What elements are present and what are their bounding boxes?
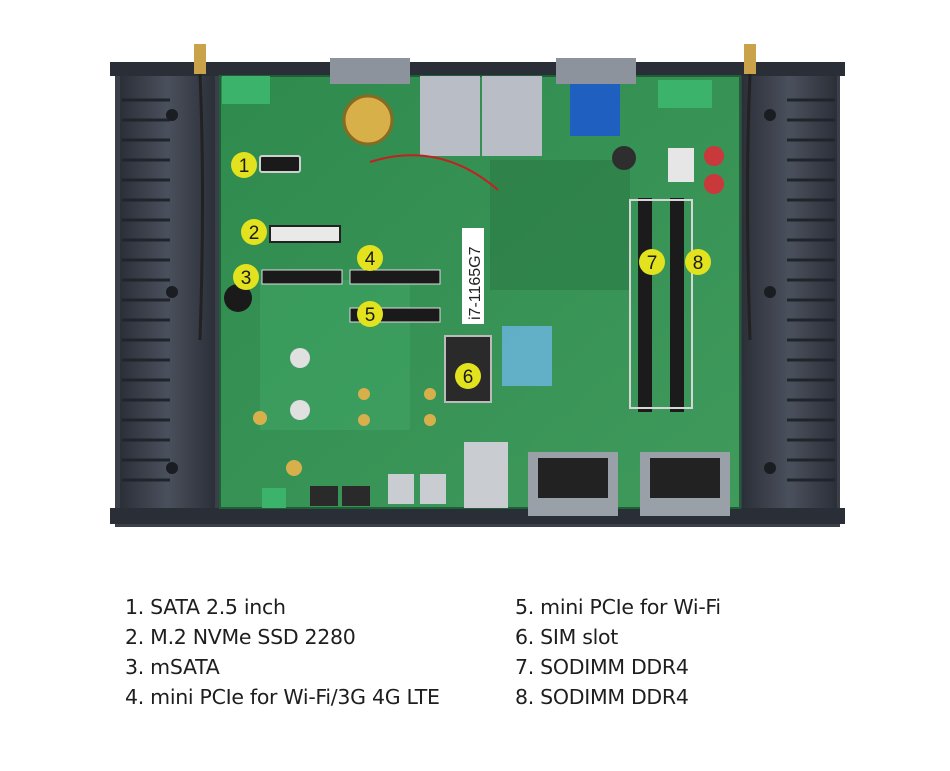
legend-item-1: 1. SATA 2.5 inch [125,595,286,619]
mini-pc-board-photo: i7-1165G7 [110,40,845,540]
marker-7: 7 [639,249,665,275]
marker-2-label: 2 [249,223,260,244]
left-heatsink [120,76,215,508]
marker-6: 6 [455,363,481,389]
marker-1: 1 [231,152,257,178]
sata-connector [259,155,301,173]
legend-item-8: 8. SODIMM DDR4 [515,685,689,709]
marker-5-label: 5 [365,305,376,326]
legend-item-3: 3. mSATA [125,655,220,679]
marker-2: 2 [241,219,267,245]
top-io-connectors [222,58,724,194]
bottom-io-connectors [224,284,730,516]
antenna-connectors [194,44,756,341]
legend-item-7: 7. SODIMM DDR4 [515,655,689,679]
legend-item-2: 2. M.2 NVMe SSD 2280 [125,625,356,649]
legend-item-5: 5. mini PCIe for Wi-Fi [515,595,721,619]
cpu-model-text: i7-1165G7 [467,246,484,320]
legend-column-right: 5. mini PCIe for Wi-Fi 6. SIM slot 7. SO… [515,592,721,712]
marker-7-label: 7 [647,253,658,274]
legend-column-left: 1. SATA 2.5 inch 2. M.2 NVMe SSD 2280 3.… [125,592,440,712]
marker-6-label: 6 [463,367,474,388]
marker-8-label: 8 [693,253,704,274]
marker-3-label: 3 [241,268,252,289]
marker-4: 4 [357,245,383,271]
legend-item-4: 4. mini PCIe for Wi-Fi/3G 4G LTE [125,685,440,709]
marker-4-label: 4 [365,249,376,270]
m2-slot [269,225,341,243]
marker-5: 5 [357,301,383,327]
legend-item-6: 6. SIM slot [515,625,618,649]
cpu-label-sticker [502,326,552,386]
marker-3: 3 [233,264,259,290]
marker-8: 8 [685,249,711,275]
right-heatsink [742,76,837,508]
marker-1-label: 1 [239,156,250,177]
mini-pcie-slot-a [349,269,441,285]
cpu-label: i7-1165G7 [462,228,484,324]
component-legend: 1. SATA 2.5 inch 2. M.2 NVMe SSD 2280 3.… [125,592,885,722]
msata-slot [261,269,343,285]
